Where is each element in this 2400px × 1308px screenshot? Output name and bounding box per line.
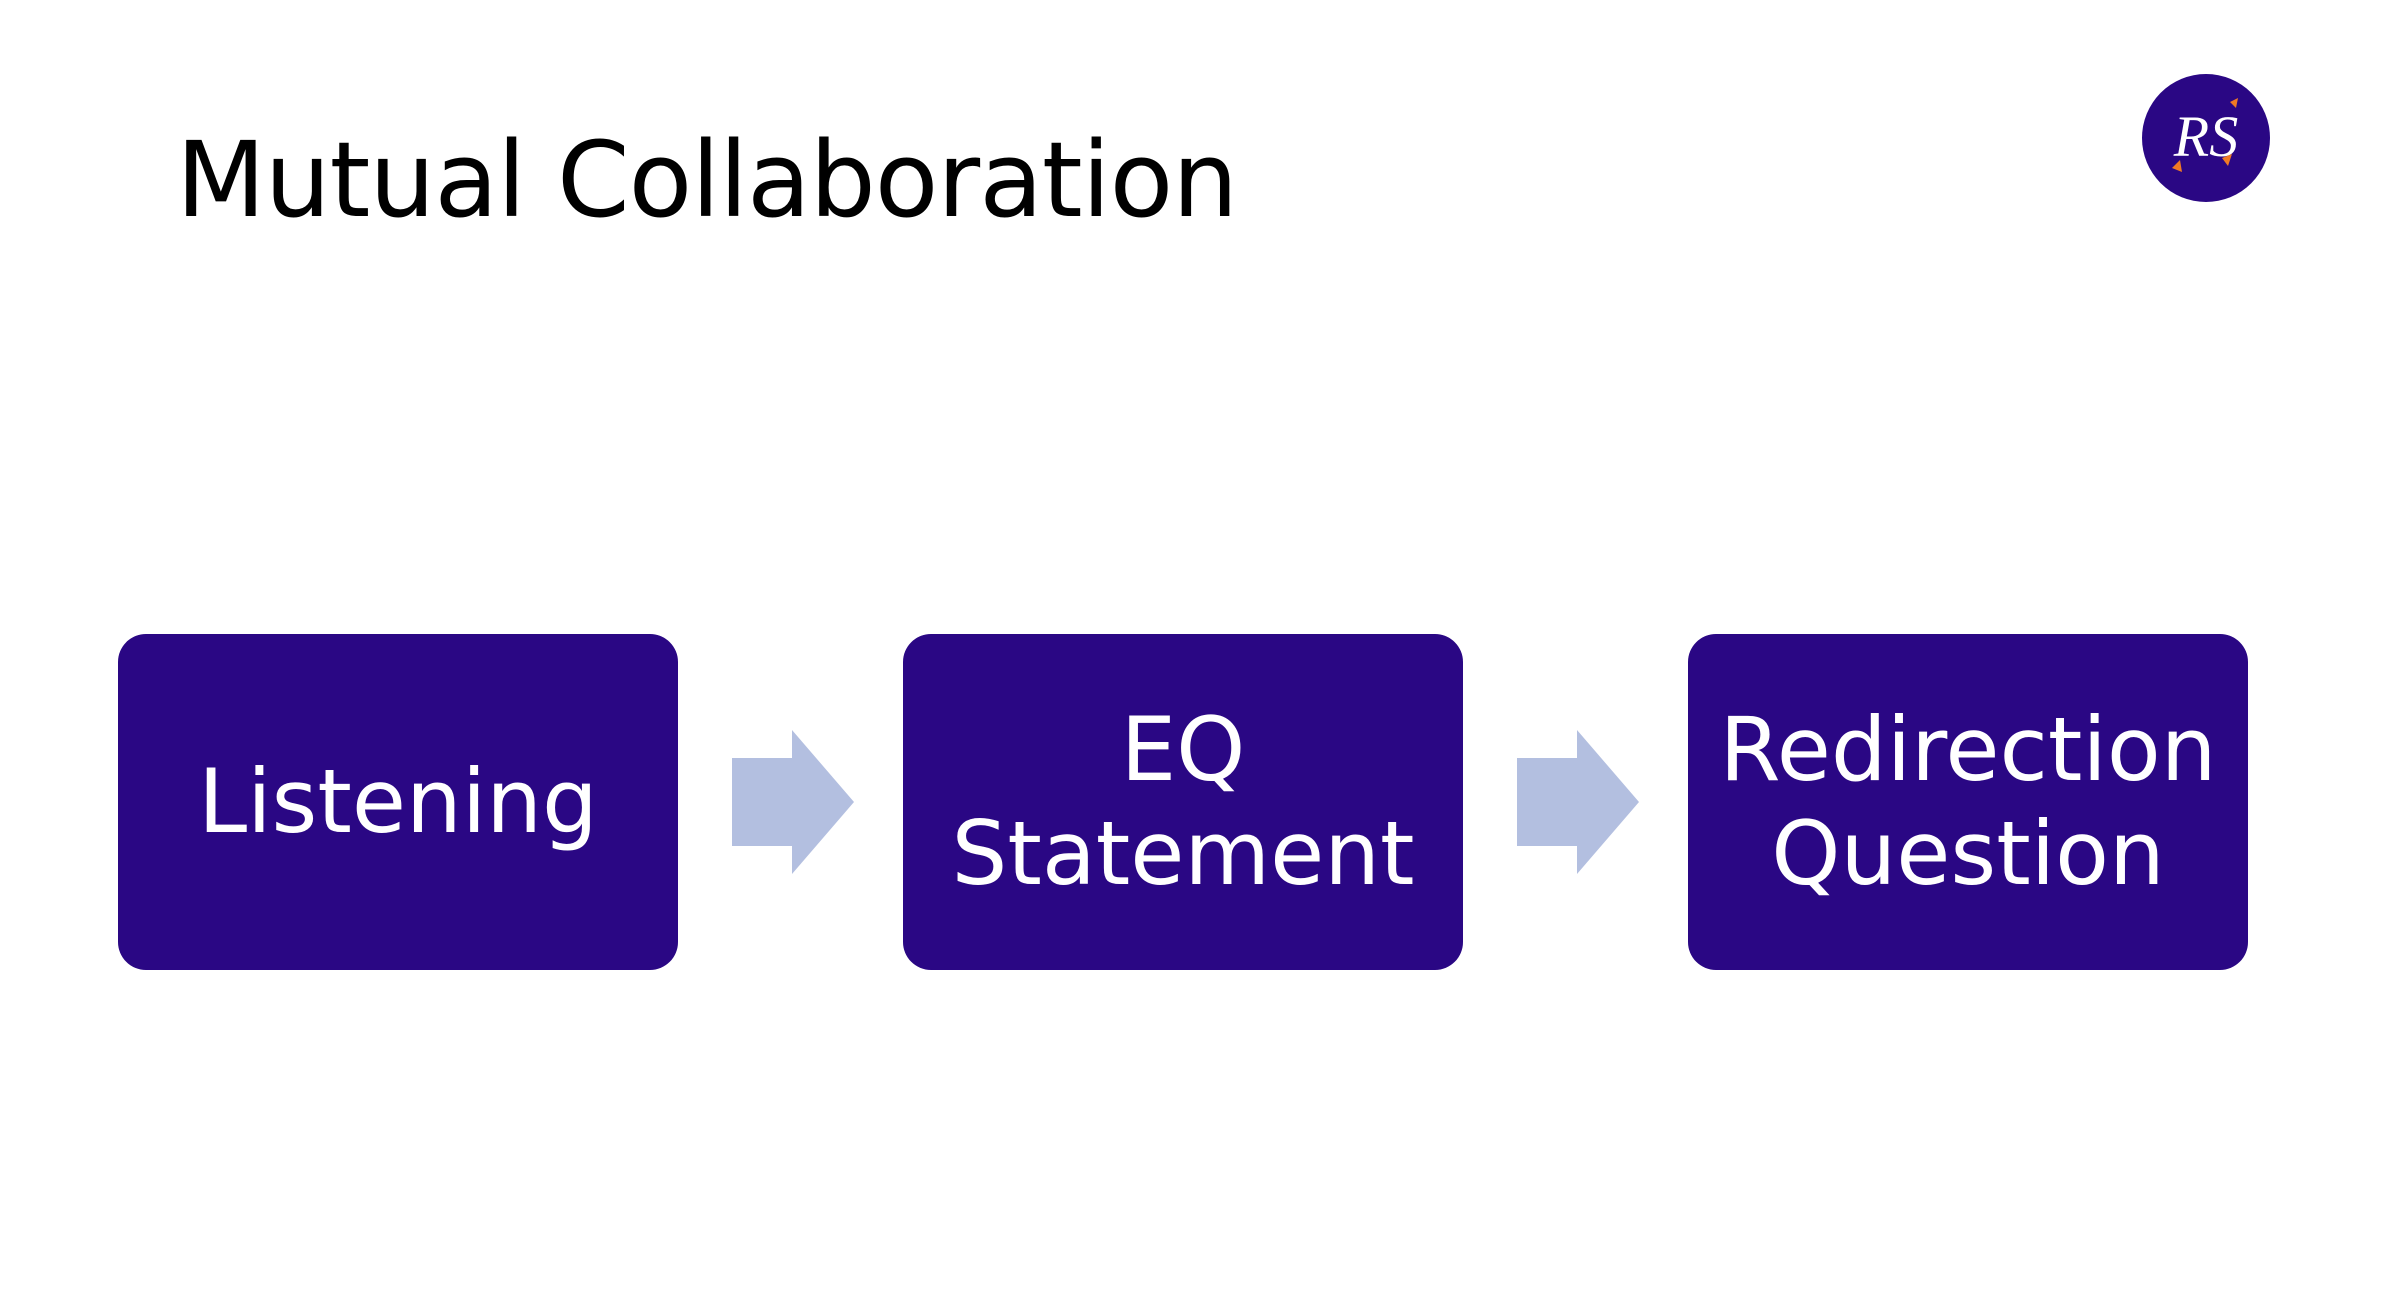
rs-logo: RS (2142, 74, 2270, 202)
flow-step-label: EQ (1120, 698, 1246, 801)
chevron-arrow-right-icon (1517, 730, 1639, 874)
chevron-arrow-right-icon (732, 730, 854, 874)
flow-step-label: Question (1771, 802, 2165, 905)
slide-title: Mutual Collaboration (176, 119, 1238, 241)
flow-step-label: Statement (951, 802, 1415, 905)
flow-step-redirection-question: Redirection Question (1688, 634, 2248, 970)
flow-step-label: Redirection (1719, 698, 2217, 801)
flow-step-label: Listening (198, 750, 598, 853)
flow-step-listening: Listening (118, 634, 678, 970)
flow-step-eq-statement: EQ Statement (903, 634, 1463, 970)
